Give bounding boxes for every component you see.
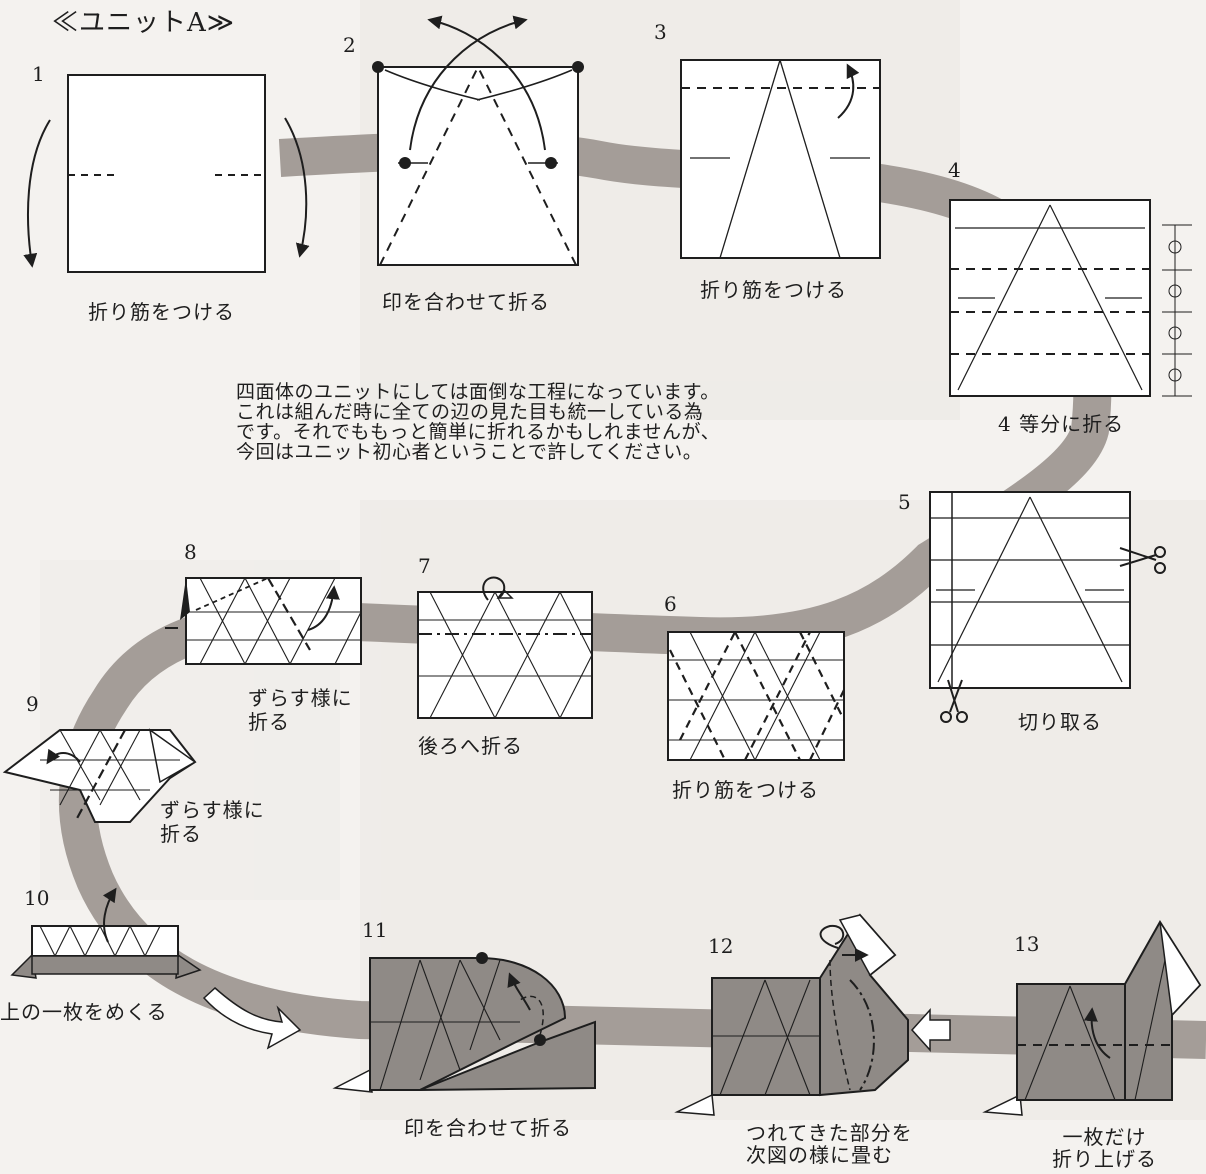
caption-line: 次図の様に畳む	[746, 1143, 893, 1167]
step-12-figure	[674, 913, 951, 1116]
push-arrow	[910, 1008, 951, 1052]
step-number: 2	[343, 33, 356, 57]
caption-line: つれてきた部分を	[746, 1121, 913, 1145]
step-number: 6	[664, 592, 677, 616]
step-number: 8	[184, 540, 197, 564]
step-caption: 折り筋をつける	[700, 278, 847, 302]
note-line: これは組んだ時に全ての辺の見た目も統一している為	[236, 401, 704, 423]
step-caption: 折り筋をつける	[88, 300, 235, 324]
step-8-figure	[165, 577, 362, 665]
step-number: 3	[654, 20, 667, 44]
step-caption: 一枚だけ 折り上げる	[1052, 1126, 1157, 1170]
step-number: 12	[708, 934, 734, 958]
step-11-figure	[332, 952, 596, 1093]
step-number: 7	[418, 554, 431, 578]
scissors-icon	[1119, 546, 1166, 574]
step-13-figure	[982, 920, 1202, 1116]
step-caption: 上の一枚をめくる	[0, 1000, 168, 1024]
step-2-figure	[372, 15, 584, 266]
page-title: ≪ユニットA≫	[52, 8, 235, 38]
step-caption: 折り筋をつける	[672, 778, 819, 802]
step-number: 1	[32, 62, 45, 86]
step-number: 9	[26, 692, 39, 716]
step-number: 4	[948, 158, 961, 182]
big-arrow	[202, 986, 302, 1050]
step-5-figure	[929, 491, 1166, 723]
step-number: 10	[24, 886, 50, 910]
caption-line: 折り上げる	[1052, 1147, 1157, 1171]
step-caption: ずらす様に 折る	[248, 686, 353, 734]
step-6-figure	[667, 631, 845, 761]
step-caption: 印を合わせて折る	[404, 1116, 572, 1140]
step-10-figure	[10, 887, 202, 980]
step-number: 11	[362, 918, 388, 942]
caption-line: 一枚だけ	[1062, 1125, 1147, 1149]
caption-line: ずらす様に	[160, 798, 265, 822]
step-1-figure	[23, 74, 310, 273]
step-caption: 印を合わせて折る	[382, 290, 550, 314]
step-9-figure	[2, 728, 197, 823]
step-caption: 後ろへ折る	[418, 734, 523, 758]
caption-line: 折る	[248, 710, 290, 734]
caption-line: ずらす様に	[248, 686, 353, 710]
note-line: 四面体のユニットにしては面倒な工程になっています。	[236, 381, 720, 403]
step-caption: ずらす様に 折る	[160, 798, 265, 846]
note-line: です。それでももっと簡単に折れるかもしれませんが、	[236, 421, 721, 443]
step-number: 5	[898, 490, 911, 514]
note-line: 今回はユニット初心者ということで許してください。	[236, 441, 703, 463]
step-caption: 4 等分に折る	[998, 412, 1125, 436]
step-caption: つれてきた部分を 次図の様に畳む	[746, 1122, 913, 1166]
step-caption: 切り取る	[1018, 710, 1102, 734]
step-3-figure	[680, 59, 881, 259]
step-4-figure	[949, 199, 1192, 397]
explanation-note: 四面体のユニットにしては面倒な工程になっています。 これは組んだ時に全ての辺の見…	[236, 382, 720, 462]
step-7-figure	[417, 576, 593, 719]
caption-line: 折る	[160, 822, 202, 846]
scissors-icon	[940, 679, 968, 723]
step-number: 13	[1014, 932, 1040, 956]
